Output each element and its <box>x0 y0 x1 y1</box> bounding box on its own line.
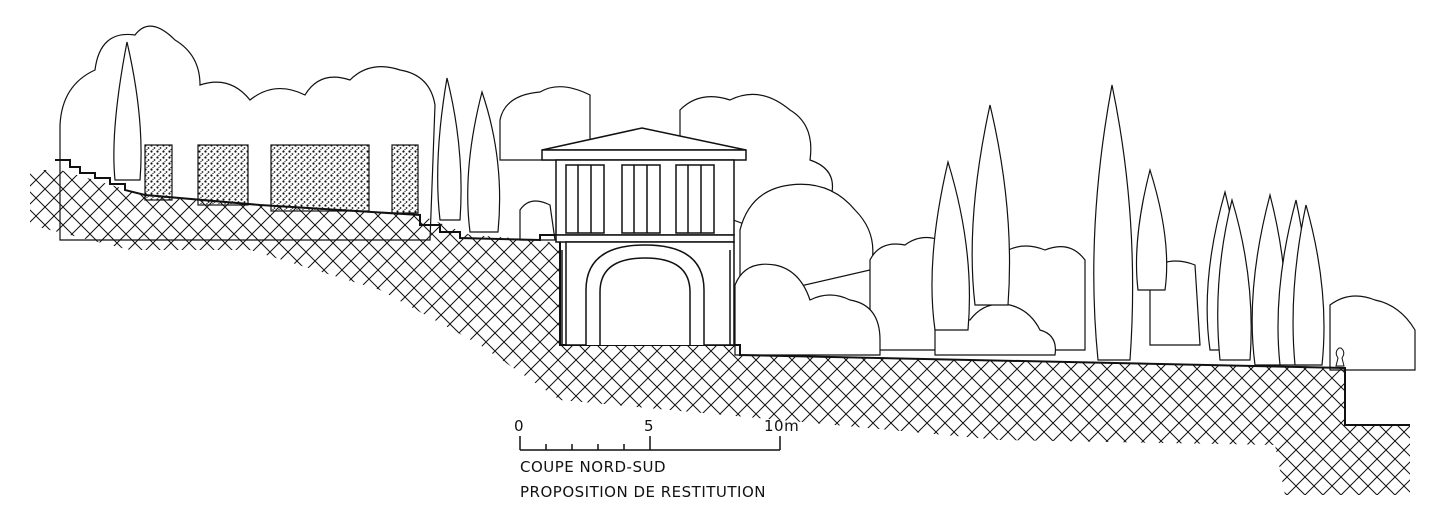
ground-mass <box>30 170 1410 495</box>
caption-line-1: COUPE NORD-SUD <box>520 458 667 476</box>
hedges <box>144 144 419 214</box>
scale-bar <box>519 436 781 451</box>
cypress-trees <box>113 41 1325 366</box>
caption-line-2: PROPOSITION DE RESTITUTION <box>520 483 767 501</box>
shrub-masses <box>519 200 1057 356</box>
scale-tick-5: 5 <box>644 417 655 435</box>
pavilion <box>541 127 747 346</box>
scale-tick-10m: 10m <box>764 417 800 435</box>
urn-icon <box>1335 347 1345 367</box>
scale-tick-0: 0 <box>514 417 525 435</box>
